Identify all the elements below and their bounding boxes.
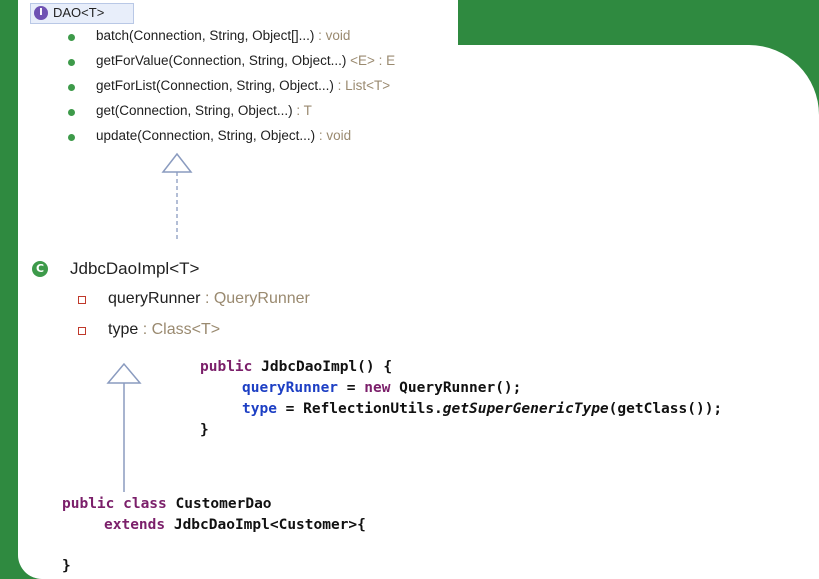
field-ref: type — [242, 401, 277, 417]
interface-method: getForValue(Connection, String, Object..… — [96, 53, 395, 68]
class-title: JdbcDaoImpl<T> — [70, 259, 200, 278]
method-dot-icon — [68, 34, 75, 41]
interface-method: batch(Connection, String, Object[]...) :… — [96, 28, 350, 43]
method-type: : void — [315, 128, 352, 143]
method-dot-icon — [68, 59, 75, 66]
class-field: queryRunner : QueryRunner — [108, 290, 310, 308]
method-type: : T — [292, 103, 312, 118]
field-name: queryRunner — [108, 290, 201, 307]
method-type: : List<T> — [333, 78, 391, 93]
constructor-line-3: type = ReflectionUtils.getSuperGenericTy… — [242, 401, 722, 417]
realization-arrowhead-icon — [161, 152, 193, 173]
method-type: <E> : E — [346, 53, 396, 68]
field-type: : QueryRunner — [200, 290, 310, 307]
interface-panel — [18, 0, 458, 170]
constructor-line-1: public JdbcDaoImpl() { — [200, 359, 392, 375]
method-type: : void — [314, 28, 351, 43]
code-text: QueryRunner(); — [390, 380, 522, 396]
method-dot-icon — [68, 134, 75, 141]
keyword: public — [200, 359, 253, 375]
method-name: batch(Connection, String, Object[]...) — [96, 28, 315, 43]
method-name: get(Connection, String, Object...) — [96, 103, 293, 118]
subclass-line-3: } — [62, 558, 71, 574]
keyword: extends — [104, 517, 166, 533]
method-name: getForList(Connection, String, Object...… — [96, 78, 334, 93]
code-text: = — [338, 380, 365, 396]
method-dot-icon — [68, 109, 75, 116]
keyword: new — [364, 380, 391, 396]
class-icon: C — [32, 261, 48, 277]
field-name: type — [108, 321, 139, 338]
code-text: JdbcDaoImpl<Customer>{ — [165, 517, 366, 533]
subclass-line-1: public class CustomerDao — [62, 496, 272, 512]
interface-icon: I — [34, 6, 48, 20]
code-text: CustomerDao — [166, 496, 272, 512]
method-name: update(Connection, String, Object...) — [96, 128, 316, 143]
method-name: getForValue(Connection, String, Object..… — [96, 53, 347, 68]
interface-title: DAO<T> — [53, 5, 105, 20]
interface-header: I DAO<T> — [30, 3, 134, 24]
constructor-line-2: queryRunner = new QueryRunner(); — [242, 380, 521, 396]
static-method: getSuperGenericType — [442, 401, 609, 417]
method-dot-icon — [68, 84, 75, 91]
class-field: type : Class<T> — [108, 321, 220, 339]
interface-method: get(Connection, String, Object...) : T — [96, 103, 312, 118]
keyword: public class — [62, 496, 167, 512]
code-text: JdbcDaoImpl() { — [252, 359, 393, 375]
field-ref: queryRunner — [242, 380, 339, 396]
code-text: (getClass()); — [608, 401, 723, 417]
subclass-line-2: extends JdbcDaoImpl<Customer>{ — [104, 517, 366, 533]
code-text: = ReflectionUtils. — [276, 401, 443, 417]
field-type: : Class<T> — [138, 321, 221, 338]
private-field-icon — [78, 296, 86, 304]
constructor-line-4: } — [200, 422, 209, 438]
interface-method: getForList(Connection, String, Object...… — [96, 78, 390, 93]
interface-method: update(Connection, String, Object...) : … — [96, 128, 351, 143]
inheritance-arrowhead-icon — [106, 362, 142, 384]
private-field-icon — [78, 327, 86, 335]
